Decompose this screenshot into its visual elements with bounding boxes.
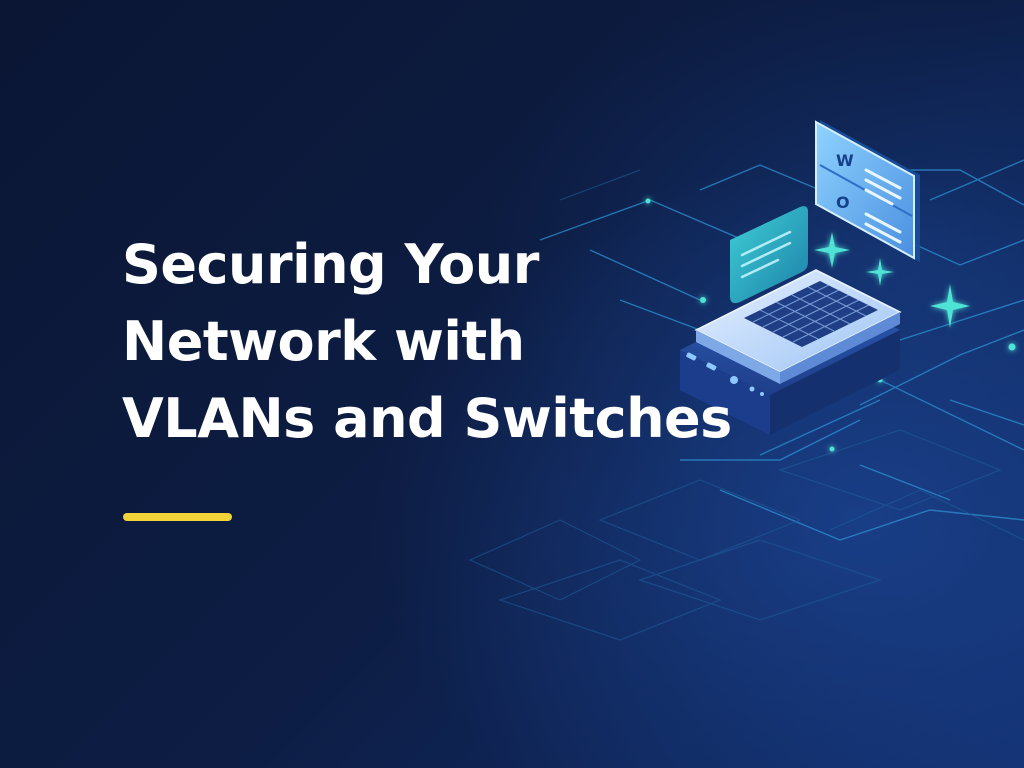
chat-bubble-icon xyxy=(730,206,808,304)
title-line-3: VLANs and Switches xyxy=(122,387,732,450)
sparkle-icon xyxy=(814,232,970,328)
window-glyph-top: W xyxy=(836,151,854,170)
accent-underline xyxy=(123,513,232,521)
window-glyph-bottom: O xyxy=(836,193,850,212)
network-lines-faint xyxy=(468,169,1024,641)
floating-window-icon: W O xyxy=(815,120,920,262)
page-title: Securing Your Network with VLANs and Swi… xyxy=(122,226,802,457)
title-line-1: Securing Your xyxy=(122,233,539,296)
laptop-illustration xyxy=(680,269,902,435)
title-line-2: Network with xyxy=(122,310,525,373)
